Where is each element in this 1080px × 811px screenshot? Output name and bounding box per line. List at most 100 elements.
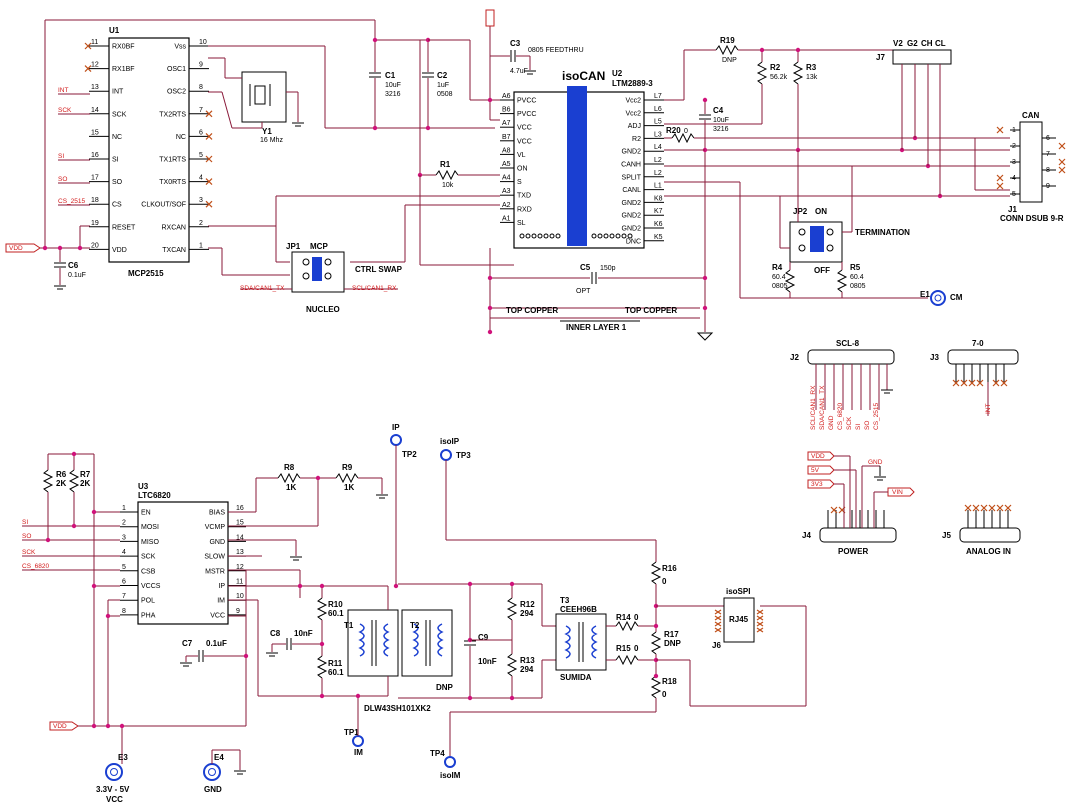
- pin-name: MSTR: [205, 568, 225, 575]
- pin-number: L5: [654, 119, 662, 126]
- tp4-icon[interactable]: [444, 756, 456, 768]
- pin-name: Vss: [174, 44, 186, 51]
- j4-ref: J4: [802, 531, 811, 540]
- u2-bottom-pads: [519, 233, 633, 239]
- pin-name: SI: [112, 157, 119, 164]
- connector-j6-rj45[interactable]: isoSPI RJ45 J6: [712, 587, 764, 650]
- pin-number: 14: [236, 534, 244, 541]
- c4-pkg: 3216: [713, 126, 729, 133]
- tp1-icon[interactable]: [352, 735, 364, 747]
- net-int: INT: [58, 87, 69, 94]
- no-connect-mark: [714, 609, 722, 615]
- pin-name: SPLIT: [622, 174, 642, 181]
- pin-number: 3: [199, 197, 203, 204]
- tp3-icon[interactable]: [440, 449, 452, 461]
- isolation-barrier: [567, 86, 587, 246]
- pin-number: 1: [199, 242, 203, 249]
- r4-ref: R4: [772, 263, 783, 272]
- j2-net-label: SCK: [846, 416, 853, 430]
- jp1-side: CTRL SWAP: [355, 265, 403, 274]
- pin-number: 6: [122, 579, 126, 586]
- pin-number: 10: [199, 39, 207, 46]
- pin-name: MOSI: [141, 524, 159, 531]
- t3-ref: T3: [560, 596, 570, 605]
- pad-marker: [591, 233, 597, 239]
- pin-name: GND2: [622, 200, 642, 207]
- c5-value: 150p: [600, 265, 616, 272]
- r6-ref: R6: [56, 470, 67, 479]
- pin-number: A5: [502, 161, 511, 168]
- r3-value: 13k: [806, 74, 818, 81]
- no-connect-mark: [1004, 504, 1012, 512]
- cap-c7: C7 0.1uF: [180, 639, 249, 667]
- j6-ref: J6: [712, 641, 721, 650]
- tp2-icon[interactable]: [390, 434, 402, 446]
- ground-icon: [874, 466, 886, 481]
- jumper-jp2[interactable]: JP2 ON OFF TERMINATION R4 60.4 0805 R5 6…: [739, 150, 963, 306]
- r7-ref: R7: [80, 470, 91, 479]
- no-connect-mark: [996, 174, 1004, 182]
- net-cs2515: CS_2515: [58, 198, 85, 205]
- pin-number: 7: [122, 593, 126, 600]
- pin-name: CLKOUT/SOF: [141, 202, 186, 209]
- tp4-label: isoIM: [440, 771, 461, 780]
- c2-ref: C2: [437, 71, 448, 80]
- r1-value: 10k: [442, 182, 454, 189]
- j4-net-5: VIN: [892, 489, 903, 496]
- j4-net-0: VDD: [811, 453, 825, 460]
- pin-name: RXD: [517, 206, 532, 213]
- tp4-ref: TP4: [430, 749, 445, 758]
- jp2-ref: JP2: [793, 207, 808, 216]
- c8-value: 10nF: [294, 629, 313, 638]
- no-connect-mark: [996, 182, 1004, 190]
- connector-j5[interactable]: J5 ANALOG IN: [942, 504, 1021, 556]
- r9-value: 1K: [344, 483, 354, 492]
- pin-number: 13: [236, 549, 244, 556]
- c1-pkg: 3216: [385, 91, 401, 98]
- t3-maker: SUMIDA: [560, 673, 592, 682]
- j7-pin-2: CH: [921, 39, 933, 48]
- u2-part: LTM2889-3: [612, 79, 653, 88]
- pin-number: K5: [654, 234, 663, 241]
- pin-number: 11: [236, 579, 243, 586]
- pin-name: GND2: [622, 149, 642, 156]
- r20-ref: R20: [666, 126, 681, 135]
- connector-j4[interactable]: J4 POWER VDD 5V 3V3 GND VIN: [802, 451, 915, 556]
- vdd-flag-bottom: VDD: [53, 723, 67, 730]
- e3-ref: E3: [118, 753, 128, 762]
- pin-number: 9: [199, 62, 203, 69]
- c3-value: 4.7uF: [510, 68, 528, 75]
- copper-left: TOP COPPER: [506, 306, 558, 315]
- pin-name: OSC2: [167, 89, 186, 96]
- pin-number: K6: [654, 221, 663, 228]
- pin-name: GND2: [622, 213, 642, 220]
- c6-value: 0.1uF: [68, 272, 86, 279]
- t3-part: CEEH96B: [560, 605, 597, 614]
- r5-pkg: 0805: [850, 283, 866, 290]
- jumper-jp1[interactable]: JP1 MCP NUCLEO CTRL SWAP SDA/CAN1_TX SCL…: [240, 242, 403, 314]
- pin-number: 16: [236, 505, 244, 512]
- no-connect-mark: [1058, 158, 1066, 166]
- net-so: SO: [58, 176, 67, 183]
- jp1-bottom: NUCLEO: [306, 305, 340, 314]
- t2-ref: T2: [410, 621, 420, 630]
- connector-j3[interactable]: J3 7-0 INT: [930, 339, 1019, 416]
- pad-marker: [537, 233, 543, 239]
- pin-number: 4: [122, 549, 126, 556]
- pad-marker: [549, 233, 555, 239]
- pin-name: PHA: [141, 612, 156, 619]
- pin-name: RX0BF: [112, 44, 135, 51]
- r17-value: DNP: [664, 639, 682, 648]
- jp2-bottom: OFF: [814, 266, 830, 275]
- j2-net-label: GND: [828, 415, 835, 430]
- ground-icon: [266, 652, 278, 657]
- r10-value: 60.1: [328, 609, 344, 618]
- r18-ref: R18: [662, 677, 677, 686]
- u3-body: [137, 501, 229, 625]
- pin-name: SO: [112, 179, 123, 186]
- pin-name: IP: [218, 583, 225, 590]
- connector-j7[interactable]: J7 V2 G2 CH CL: [876, 39, 952, 196]
- u1-part: MCP2515: [128, 269, 164, 278]
